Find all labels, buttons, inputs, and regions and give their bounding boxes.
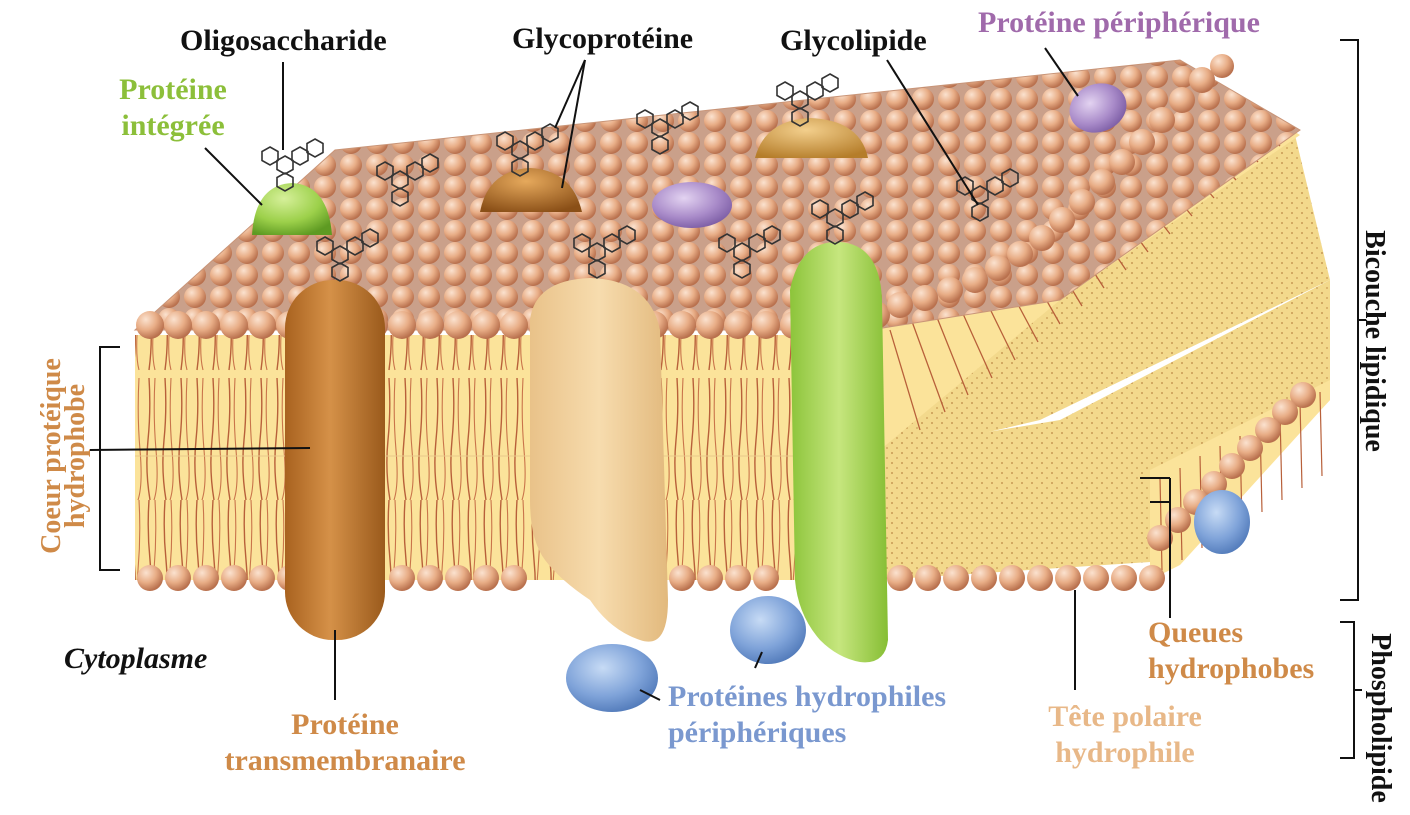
label-oligosaccharide: Oligosaccharide xyxy=(180,24,387,58)
label-tete-1: Tête polaire xyxy=(1020,700,1230,734)
blue-protein-1 xyxy=(566,644,658,712)
blue-protein-2 xyxy=(730,596,806,664)
transmembrane-protein xyxy=(285,280,385,640)
purple-protein-center xyxy=(652,182,732,228)
label-proteine-peripherique: Protéine périphérique xyxy=(978,6,1260,40)
label-hydrophiles-1: Protéines hydrophiles xyxy=(668,680,946,714)
label-glycolipide: Glycolipide xyxy=(780,24,927,58)
label-phospholipide: Phospholipide xyxy=(1364,633,1396,803)
label-hydrophiles-2: périphériques xyxy=(668,716,846,750)
label-bicouche: Bicouche lipidique xyxy=(1358,221,1390,461)
green-transmembrane-protein xyxy=(790,242,888,662)
label-proteine-trans-2: transmembranaire xyxy=(200,744,490,778)
label-queues-2: hydrophobes xyxy=(1148,652,1314,686)
label-proteine-integree-1: Protéine xyxy=(98,73,248,107)
label-coeur-2: hydrophobe xyxy=(60,346,92,566)
label-proteine-trans-1: Protéine xyxy=(200,708,490,742)
label-proteine-integree-2: intégrée xyxy=(98,109,248,143)
label-tete-2: hydrophile xyxy=(1020,736,1230,770)
tan-protein xyxy=(530,278,668,642)
membrane-front-face xyxy=(135,335,880,580)
label-glycoproteine: Glycoprotéine xyxy=(512,22,693,56)
label-queues-1: Queues xyxy=(1148,616,1243,650)
label-cytoplasme: Cytoplasme xyxy=(64,642,207,676)
